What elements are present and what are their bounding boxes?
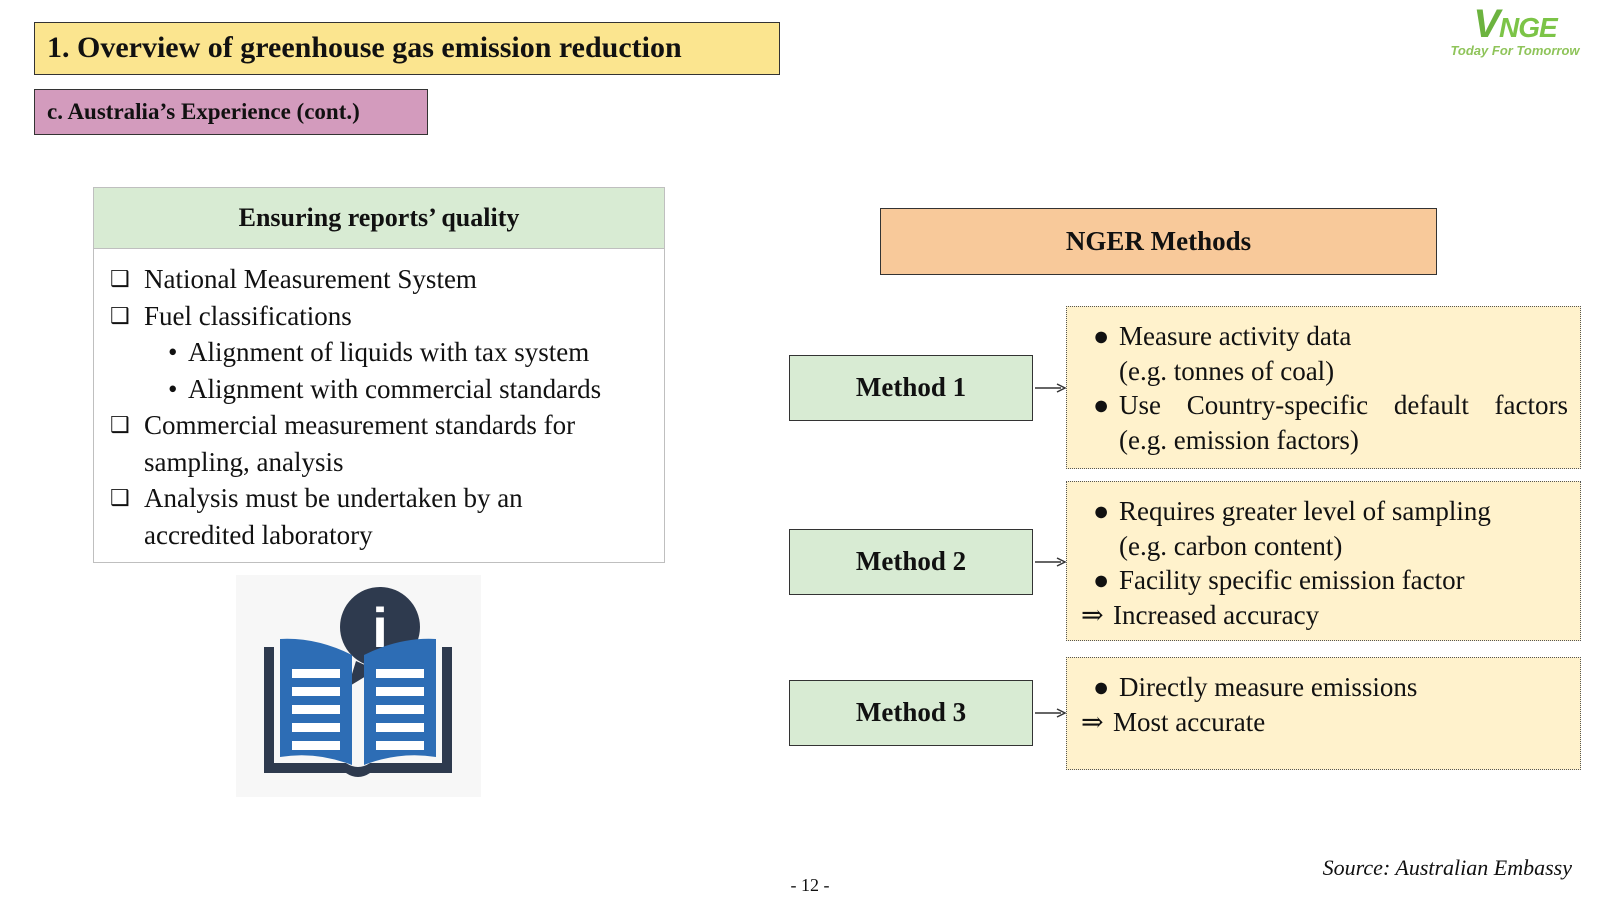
text-line [292, 669, 340, 678]
detail-text: Use Country-specific default factors [1119, 390, 1568, 420]
quality-heading: Ensuring reports’ quality [94, 188, 664, 249]
method-1-box: Method 1 [789, 355, 1033, 421]
slide-title: 1. Overview of greenhouse gas emission r… [34, 22, 780, 75]
list-item-line: Analysis must be undertaken by an [144, 483, 523, 513]
detail-continuation: (e.g. emission factors) [1119, 424, 1359, 455]
section-subtitle: c. Australia’s Experience (cont.) [34, 89, 428, 135]
book-left-lines [292, 669, 340, 750]
method-1-details: ● Measure activity data (e.g. tonnes of c… [1066, 306, 1581, 469]
detail-text: Directly measure emissions [1119, 672, 1418, 702]
result-text: Most accurate [1113, 706, 1266, 737]
detail-result: ⇒ Increased accuracy [1081, 598, 1568, 633]
detail-continuation: (e.g. carbon content) [1119, 530, 1343, 561]
quality-panel: Ensuring reports’ quality ❑ National Mea… [93, 187, 665, 563]
book-info-illustration: i [236, 575, 481, 797]
vnge-logo: VNGE Today For Tomorrow [1440, 2, 1590, 74]
list-item-line: sampling, analysis [144, 446, 344, 477]
bullet-icon: • [168, 373, 178, 404]
logo-mark-rest: NGE [1499, 12, 1558, 43]
list-subitem: • Alignment of liquids with tax system [110, 334, 650, 371]
text-line [292, 687, 340, 696]
nger-methods-heading: NGER Methods [880, 208, 1437, 275]
list-item: ❑ Analysis must be undertaken by an accre… [110, 480, 650, 553]
detail-text: Requires greater level of sampling [1119, 496, 1491, 526]
source-note: Source: Australian Embassy [1322, 855, 1572, 880]
checkbox-bullet-icon: ❑ [110, 485, 130, 510]
text-line [376, 687, 424, 696]
page-number: - 12 - [790, 875, 830, 895]
detail-text: Facility specific emission factor [1119, 565, 1465, 595]
detail-continuation: (e.g. tonnes of coal) [1119, 355, 1335, 386]
quality-list: ❑ National Measurement System ❑ Fuel cla… [94, 249, 664, 553]
info-badge-text: i [372, 596, 388, 659]
detail-text: Measure activity data [1119, 321, 1352, 351]
book-info-icon: i [264, 587, 452, 777]
detail-bullet: ● Measure activity data [1093, 319, 1568, 354]
list-item-line: accredited laboratory [144, 519, 373, 550]
list-subitem-text: Alignment of liquids with tax system [188, 337, 590, 367]
detail-bullet: ● Requires greater level of sampling [1093, 494, 1568, 529]
logo-mark-v: V [1473, 2, 1500, 46]
list-item: ❑ Commercial measurement standards for sa… [110, 407, 650, 480]
text-line [292, 705, 340, 714]
text-line [292, 741, 340, 750]
list-item-line: Commercial measurement standards for [144, 410, 576, 440]
list-item-text: Fuel classifications [144, 300, 352, 331]
result-text: Increased accuracy [1113, 599, 1320, 630]
book-cover [264, 647, 452, 777]
list-subitem-text: Alignment with commercial standards [188, 373, 602, 404]
bullet-icon: ● [1093, 321, 1110, 351]
bullet-icon: ● [1093, 672, 1110, 702]
text-line [376, 705, 424, 714]
list-item: ❑ Fuel classifications [110, 298, 650, 335]
bullet-icon: • [168, 337, 178, 367]
list-item-text: National Measurement System [144, 264, 477, 294]
detail-bullet: ● Use Country-specific default factors [1093, 388, 1568, 423]
method-2-box: Method 2 [789, 529, 1033, 595]
text-line [376, 741, 424, 750]
detail-result: ⇒ Most accurate [1081, 705, 1568, 740]
book-right-lines [376, 669, 424, 750]
bullet-icon: ● [1093, 565, 1110, 595]
method-2-details: ● Requires greater level of sampling (e.g… [1066, 481, 1581, 641]
list-subitem: • Alignment with commercial standards [110, 371, 650, 408]
bullet-icon: ● [1093, 496, 1110, 526]
arrow-right-icon [1035, 383, 1067, 393]
detail-bullet: ● Directly measure emissions [1093, 670, 1568, 705]
text-line [376, 669, 424, 678]
list-item-text: Commercial measurement standards for samp… [144, 407, 575, 480]
checkbox-bullet-icon: ❑ [110, 412, 130, 437]
text-line [376, 723, 424, 732]
checkbox-bullet-icon: ❑ [110, 266, 130, 291]
text-line [292, 723, 340, 732]
list-item: ❑ National Measurement System [110, 261, 650, 298]
list-item-text: Analysis must be undertaken by an accredi… [144, 480, 523, 553]
logo-mark: VNGE [1440, 2, 1590, 47]
arrow-right-icon [1035, 708, 1067, 718]
bullet-icon: ● [1093, 390, 1110, 420]
arrow-right-icon [1035, 557, 1067, 567]
implies-icon: ⇒ [1081, 599, 1104, 630]
logo-tagline: Today For Tomorrow [1450, 43, 1580, 58]
method-3-details: ● Directly measure emissions ⇒ Most accura… [1066, 657, 1581, 770]
method-3-box: Method 3 [789, 680, 1033, 746]
detail-bullet: ● Facility specific emission factor [1093, 563, 1568, 598]
checkbox-bullet-icon: ❑ [110, 302, 130, 328]
implies-icon: ⇒ [1081, 706, 1104, 737]
